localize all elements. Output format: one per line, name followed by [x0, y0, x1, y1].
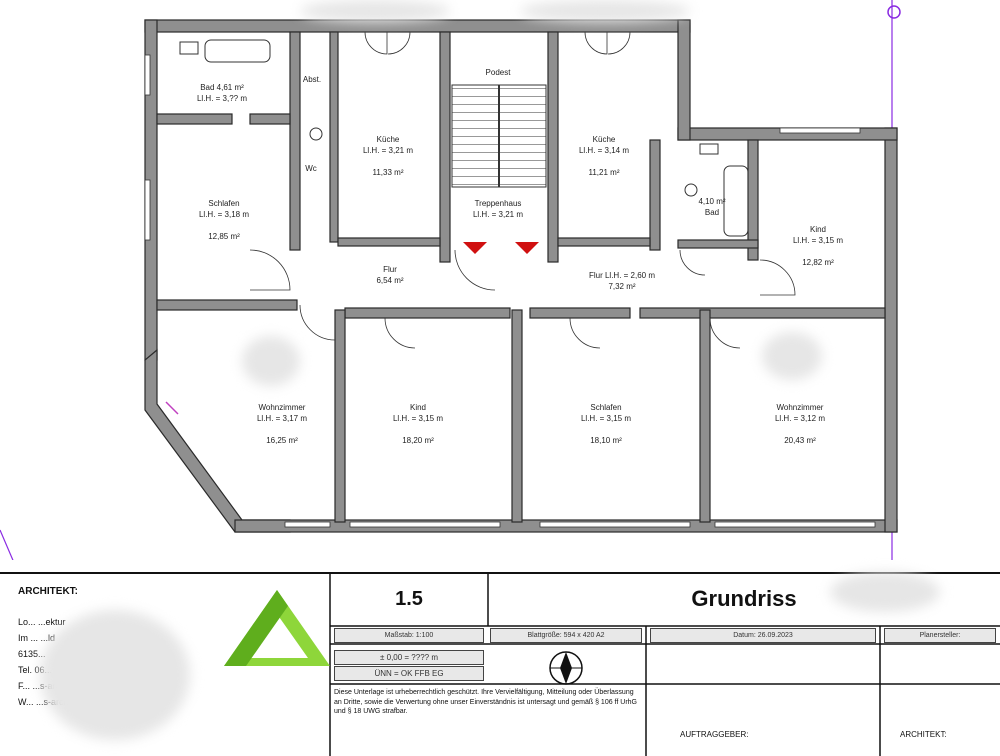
floor-plan-drawing — [0, 0, 901, 573]
north-arrow-icon — [549, 651, 583, 685]
elevation-reference: ÜNN = OK FFB EG — [334, 666, 484, 681]
scale-label: Maßstab: 1:100 — [334, 628, 484, 643]
architect-heading: ARCHITEKT: — [18, 586, 78, 597]
redaction — [40, 610, 190, 740]
redaction — [520, 0, 690, 22]
windows — [144, 54, 876, 528]
planner-label: Planersteller: — [884, 628, 996, 643]
title-block: ARCHITEKT: Lo... ...ektur Im ... ...ld 6… — [0, 572, 1000, 756]
title-block-grid — [329, 574, 1000, 756]
architect-footer-label: ARCHITEKT: — [900, 730, 947, 739]
redaction — [830, 572, 940, 612]
fixtures — [179, 39, 749, 237]
red-marker — [515, 242, 539, 254]
doors — [249, 31, 796, 349]
redaction — [762, 332, 822, 380]
plan-number: 1.5 — [395, 588, 423, 610]
redaction — [242, 336, 300, 386]
room-podest: Podest — [485, 68, 511, 77]
room-wc: Wc — [305, 164, 317, 173]
client-label: AUFTRAGGEBER: — [680, 730, 749, 739]
plan-title: Grundriss — [691, 586, 797, 611]
architect-logo — [224, 590, 330, 666]
room-abst: Abst. — [302, 75, 322, 84]
sheet-size-label: Blattgröße: 594 x 420 A2 — [490, 628, 642, 643]
red-marker — [463, 242, 487, 254]
elevation-label: ± 0,00 = ???? m — [334, 650, 484, 665]
staircase — [451, 84, 547, 254]
redaction — [300, 0, 450, 22]
date-label: Datum: 26.09.2023 — [650, 628, 876, 643]
copyright-notice: Diese Unterlage ist urheberrechtlich ges… — [334, 689, 637, 715]
